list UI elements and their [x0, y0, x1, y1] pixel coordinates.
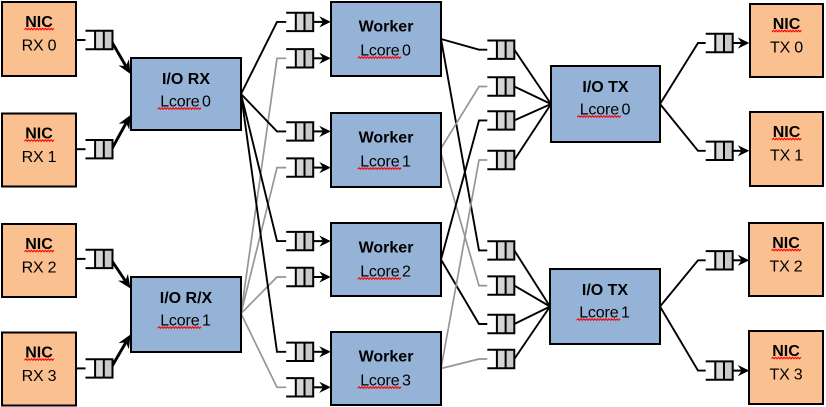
svg-text:RX 1: RX 1	[22, 149, 57, 166]
svg-text:RX 3: RX 3	[22, 368, 57, 385]
svg-text:Lcore: Lcore	[160, 93, 200, 110]
svg-text:Lcore: Lcore	[360, 42, 400, 59]
svg-text:I/O R/X: I/O R/X	[160, 290, 213, 307]
svg-text:1: 1	[402, 153, 411, 170]
svg-text:TX 2: TX 2	[770, 259, 803, 276]
svg-text:TX 0: TX 0	[770, 40, 803, 57]
svg-text:RX 2: RX 2	[22, 260, 57, 277]
svg-text:NIC: NIC	[25, 125, 53, 142]
svg-text:Lcore: Lcore	[360, 263, 400, 280]
svg-text:1: 1	[621, 304, 630, 321]
svg-text:TX 3: TX 3	[770, 367, 803, 384]
svg-text:I/O TX: I/O TX	[582, 282, 629, 299]
svg-text:0: 0	[402, 42, 411, 59]
svg-text:Worker: Worker	[359, 19, 414, 36]
svg-text:0: 0	[202, 93, 211, 110]
svg-text:NIC: NIC	[773, 16, 801, 33]
svg-text:Lcore: Lcore	[360, 153, 400, 170]
svg-text:Lcore: Lcore	[580, 101, 620, 118]
svg-text:TX 1: TX 1	[770, 148, 803, 165]
svg-text:RX 0: RX 0	[22, 38, 57, 55]
svg-text:Lcore: Lcore	[160, 312, 200, 329]
svg-text:Worker: Worker	[359, 349, 414, 366]
svg-text:NIC: NIC	[25, 236, 53, 253]
svg-text:Worker: Worker	[359, 130, 414, 147]
svg-text:NIC: NIC	[773, 124, 801, 141]
svg-text:NIC: NIC	[772, 235, 800, 252]
svg-text:NIC: NIC	[25, 344, 53, 361]
svg-text:NIC: NIC	[772, 343, 800, 360]
svg-text:2: 2	[402, 263, 411, 280]
svg-text:Lcore: Lcore	[360, 372, 400, 389]
svg-text:I/O RX: I/O RX	[162, 71, 210, 88]
svg-text:1: 1	[202, 312, 211, 329]
svg-text:Worker: Worker	[359, 240, 414, 257]
svg-text:0: 0	[622, 101, 631, 118]
svg-text:Lcore: Lcore	[579, 304, 619, 321]
svg-text:I/O TX: I/O TX	[582, 79, 629, 96]
svg-text:NIC: NIC	[25, 14, 53, 31]
svg-text:3: 3	[402, 372, 411, 389]
